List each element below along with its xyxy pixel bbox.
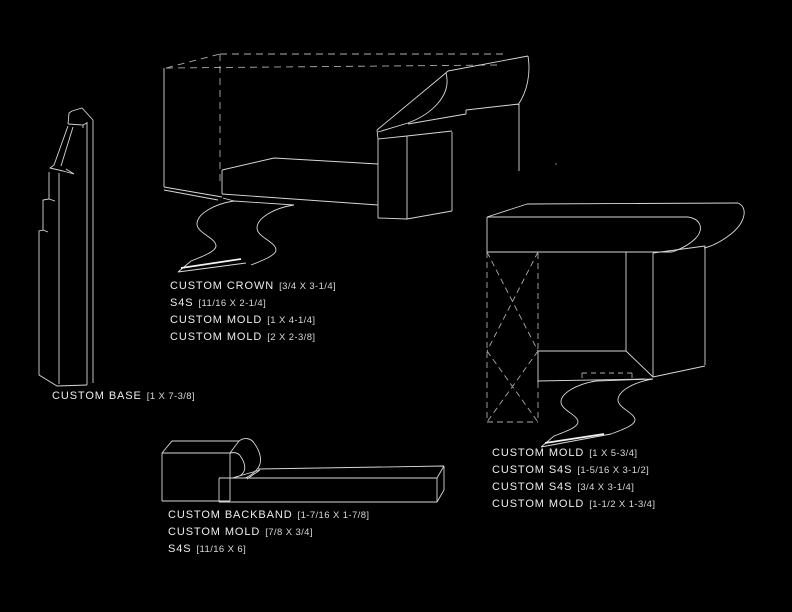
label-dims: [1-5/16 X 3-1/2]	[577, 465, 650, 476]
hidden-framing-dashed	[486, 251, 539, 423]
label-dims: [7/8 X 3/4]	[265, 527, 313, 538]
base-profile-outline	[38, 107, 94, 387]
label-name: CUSTOM MOLD	[170, 331, 263, 343]
corner-assembly-drawing	[486, 202, 745, 448]
ogee-mold-profile	[540, 378, 654, 448]
label-name: CUSTOM S4S	[492, 464, 573, 476]
rabbet-dashed	[581, 372, 633, 380]
label-custom-s4s: CUSTOM S4S [1-5/16 X 3-1/2]	[492, 464, 649, 477]
label-custom-s4s: CUSTOM S4S [3/4 X 3-1/4]	[492, 481, 634, 494]
label-custom-backband: CUSTOM BACKBAND [1-7/16 X 1-7/8]	[168, 509, 369, 522]
label-name: CUSTOM MOLD	[170, 314, 263, 326]
stray-speck	[555, 163, 557, 165]
label-custom-mold: CUSTOM MOLD [1 X 5-3/4]	[492, 447, 637, 460]
label-s4s: S4S [11/16 X 2-1/4]	[170, 297, 266, 310]
label-name: CUSTOM S4S	[492, 481, 573, 493]
label-s4s: S4S [11/16 X 6]	[168, 543, 246, 556]
label-dims: [11/16 X 6]	[196, 544, 247, 555]
ogee-mold-bottom-edge	[180, 258, 242, 269]
frieze-band-s4s	[221, 157, 379, 206]
label-custom-mold: CUSTOM MOLD [7/8 X 3/4]	[168, 526, 313, 539]
fascia-board	[377, 130, 453, 220]
label-name: CUSTOM MOLD	[492, 498, 585, 510]
label-name: S4S	[168, 543, 192, 555]
label-custom-mold: CUSTOM MOLD [1-1/2 X 1-3/4]	[492, 498, 655, 511]
label-name: CUSTOM BASE	[52, 390, 142, 402]
label-dims: [1-7/16 X 1-7/8]	[297, 510, 370, 521]
custom-base-drawing	[38, 107, 94, 387]
label-dims: [1 X 5-3/4]	[589, 448, 638, 459]
label-name: S4S	[170, 297, 194, 309]
vertical-return-board	[538, 245, 706, 378]
label-dims: [2 X 2-3/8]	[267, 332, 316, 343]
crown-molding-profile	[376, 55, 530, 171]
flat-board-s4s	[218, 465, 445, 503]
backband-mold-profile	[229, 438, 261, 480]
label-custom-base: CUSTOM BASE [1 X 7-3/8]	[52, 390, 195, 403]
cap-board-bullnose	[486, 202, 745, 253]
ogee-mold-profile	[177, 197, 295, 273]
label-dims: [11/16 X 2-1/4]	[198, 298, 267, 309]
base-board-edges	[58, 120, 94, 385]
label-dims: [1 X 4-1/4]	[267, 315, 316, 326]
backband-block	[161, 440, 240, 502]
label-dims: [3/4 X 3-1/4]	[577, 482, 635, 493]
label-dims: [1 X 7-3/8]	[146, 391, 196, 402]
label-custom-mold: CUSTOM MOLD [2 X 2-3/8]	[170, 331, 315, 344]
label-name: CUSTOM MOLD	[492, 447, 585, 459]
backband-drawing	[161, 438, 445, 503]
label-name: CUSTOM CROWN	[170, 280, 275, 292]
soffit-board	[537, 351, 646, 383]
label-custom-mold: CUSTOM MOLD [1 X 4-1/4]	[170, 314, 315, 327]
label-custom-crown: CUSTOM CROWN [3/4 X 3-1/4]	[170, 280, 336, 293]
label-name: CUSTOM BACKBAND	[168, 509, 293, 521]
label-name: CUSTOM MOLD	[168, 526, 261, 538]
label-dims: [1-1/2 X 1-3/4]	[589, 499, 656, 510]
label-dims: [3/4 X 3-1/4]	[279, 281, 337, 292]
hidden-wall-dashed-lines	[165, 53, 505, 186]
wall-edges	[163, 68, 223, 201]
ogee-mold-bottom-edge	[544, 433, 605, 444]
crown-assembly-drawing	[163, 53, 557, 273]
